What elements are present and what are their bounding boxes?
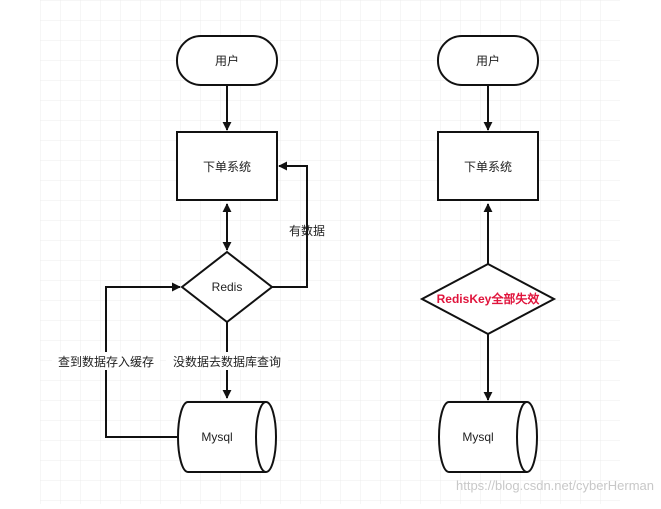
- left-mysql-label: Mysql: [201, 430, 232, 444]
- left-edge-query-db-label: 没数据去数据库查询: [173, 354, 281, 369]
- right-order-system-label: 下单系统: [464, 160, 512, 174]
- right-redis-failed-label: RedisKey全部失效: [437, 291, 541, 306]
- left-edge-has-data: [272, 161, 308, 288]
- right-order-system-node: [437, 131, 539, 201]
- left-order-system-label: 下单系统: [203, 160, 251, 174]
- left-redis-label: Redis: [212, 280, 243, 294]
- left-mysql-node: [177, 401, 277, 473]
- watermark-text: https://blog.csdn.net/cyberHerman: [456, 478, 654, 493]
- left-edge-has-data-label: 有数据: [289, 223, 325, 238]
- right-user-label: 用户: [476, 53, 500, 68]
- left-edge-store-cache-label: 查到数据存入缓存: [58, 354, 154, 369]
- left-edge-store-cache-label-bg: [52, 352, 160, 370]
- right-mysql-label: Mysql: [462, 430, 493, 444]
- right-mysql-node: [438, 401, 538, 473]
- left-user-label: 用户: [215, 53, 239, 68]
- left-order-system-node: [176, 131, 278, 201]
- left-edge-query-db-label-bg: [166, 352, 288, 370]
